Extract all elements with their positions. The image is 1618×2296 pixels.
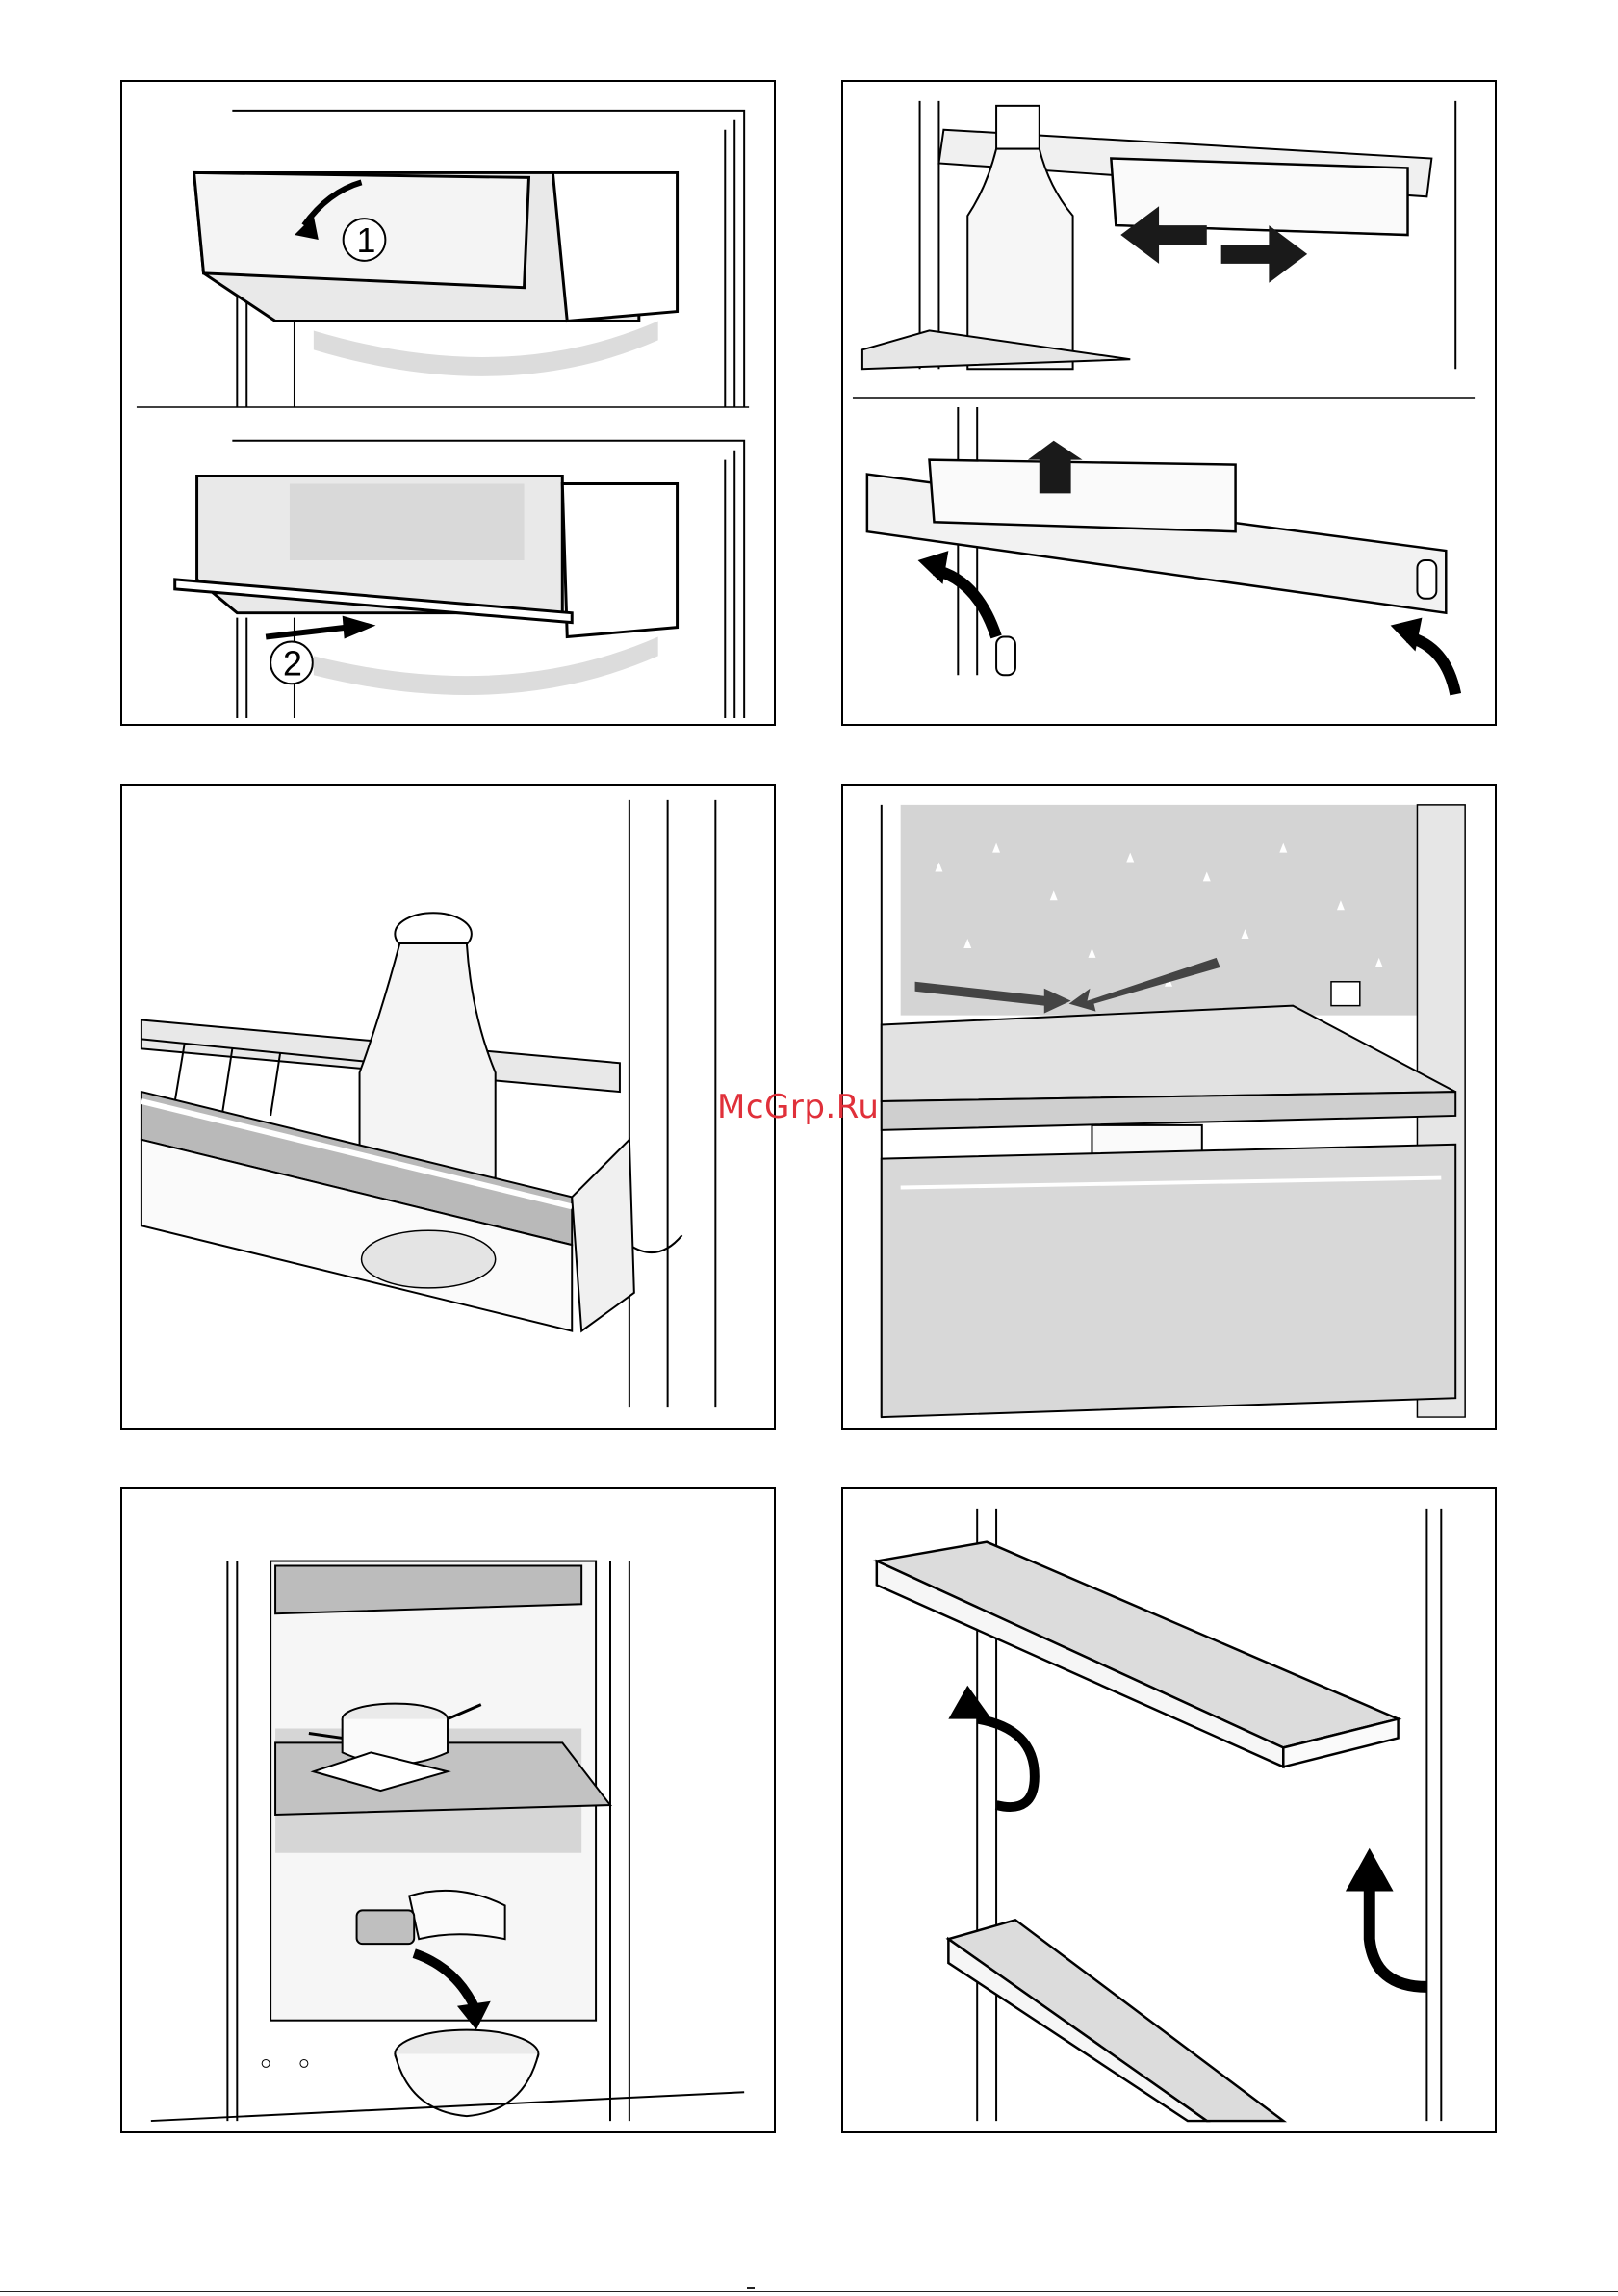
illustration-panel-door-rack — [841, 80, 1497, 726]
illustration-panel-bottle — [120, 784, 776, 1430]
door-rack-illustration — [843, 82, 1495, 724]
watermark-text: McGrp.Ru — [717, 1088, 879, 1126]
condensation-illustration — [843, 786, 1495, 1428]
illustration-panel-condensation — [841, 784, 1497, 1430]
illustration-panel-defrost — [120, 1487, 776, 2133]
bottle-shelf-illustration — [122, 786, 774, 1428]
footer-rule — [0, 2291, 1618, 2292]
illustration-panel-door-tray — [841, 1487, 1497, 2133]
defrost-illustration — [122, 1489, 774, 2131]
door-tray-illustration — [843, 1489, 1495, 2131]
illustration-panel-lid: 1 2 — [120, 80, 776, 726]
lid-removal-illustration: 1 2 — [122, 82, 774, 724]
step-1-label: 1 — [357, 221, 376, 260]
footer-mark — [747, 2287, 755, 2289]
step-2-label: 2 — [283, 644, 302, 683]
